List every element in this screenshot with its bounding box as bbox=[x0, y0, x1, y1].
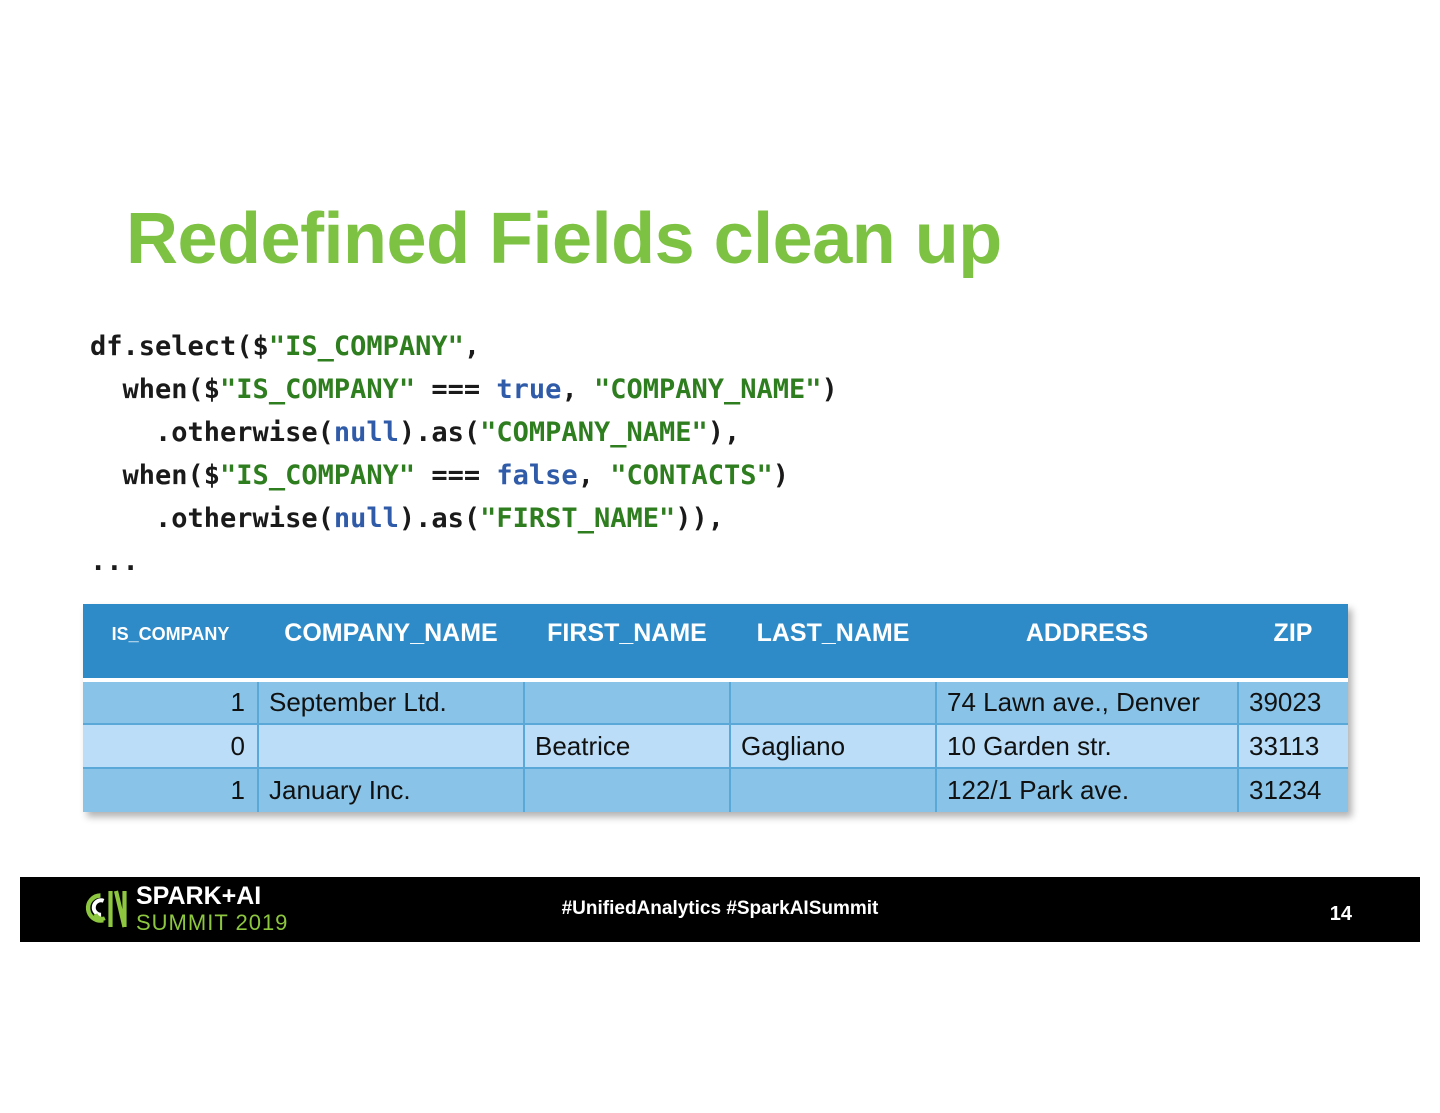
column-header-zip: ZIP bbox=[1238, 604, 1348, 682]
code-token-keyword: null bbox=[333, 417, 399, 448]
cell-zip: 39023 bbox=[1238, 680, 1348, 725]
column-header-first_name: FIRST_NAME bbox=[524, 604, 730, 682]
code-token-plain: ).as( bbox=[398, 417, 481, 448]
spark-summit-swirl-icon bbox=[85, 890, 127, 928]
cell-company_name bbox=[258, 724, 525, 769]
cell-first_name bbox=[524, 768, 731, 812]
code-token-plain: ) bbox=[821, 374, 838, 405]
code-token-plain: when($ bbox=[90, 374, 221, 405]
page-title: Redefined Fields clean up bbox=[126, 199, 1002, 279]
code-line-4: .otherwise(null).as("FIRST_NAME")), bbox=[90, 497, 838, 540]
code-token-keyword: null bbox=[333, 503, 399, 534]
code-token-plain: ... bbox=[90, 546, 139, 577]
logo-wordmark: SPARK+AI SUMMIT 2019 bbox=[136, 884, 288, 934]
logo-line-spark-ai: SPARK+AI bbox=[136, 882, 262, 910]
code-token-plain: )), bbox=[675, 503, 725, 534]
code-line-1: when($"IS_COMPANY" === true, "COMPANY_NA… bbox=[90, 368, 838, 411]
code-token-plain: , bbox=[577, 460, 611, 491]
cell-address: 10 Garden str. bbox=[936, 724, 1239, 769]
cell-is_company: 0 bbox=[83, 724, 259, 769]
code-token-string: "IS_COMPANY" bbox=[268, 331, 464, 362]
code-token-plain: .otherwise( bbox=[90, 417, 334, 448]
code-token-plain: ), bbox=[707, 417, 741, 448]
code-token-plain: , bbox=[561, 374, 594, 405]
column-header-company_name: COMPANY_NAME bbox=[258, 604, 524, 682]
logo-line-summit-2019: SUMMIT 2019 bbox=[136, 910, 289, 935]
cell-zip: 33113 bbox=[1238, 724, 1348, 769]
spark-summit-logo: SPARK+AI SUMMIT 2019 bbox=[80, 883, 288, 935]
column-header-last_name: LAST_NAME bbox=[730, 604, 936, 682]
cell-last_name bbox=[730, 768, 937, 812]
code-token-plain: ).as( bbox=[398, 503, 481, 534]
cell-last_name: Gagliano bbox=[730, 724, 937, 769]
cell-last_name bbox=[730, 680, 937, 725]
code-token-string: "IS_COMPANY" bbox=[220, 374, 416, 405]
column-header-address: ADDRESS bbox=[936, 604, 1238, 682]
footer-hashtags: #UnifiedAnalytics #SparkAISummit bbox=[561, 898, 879, 919]
page-number: 14 bbox=[1329, 903, 1352, 925]
code-token-plain: df.select($ bbox=[90, 331, 269, 362]
cell-first_name bbox=[524, 680, 731, 725]
code-token-plain: === bbox=[415, 374, 497, 405]
code-token-plain: , bbox=[463, 331, 481, 362]
code-token-plain: .otherwise( bbox=[90, 503, 334, 534]
cell-zip: 31234 bbox=[1238, 768, 1348, 812]
cell-first_name: Beatrice bbox=[524, 724, 731, 769]
code-token-string: "IS_COMPANY" bbox=[220, 460, 416, 491]
code-token-plain: === bbox=[415, 460, 497, 491]
footer-bar: SPARK+AI SUMMIT 2019 #UnifiedAnalytics #… bbox=[20, 877, 1420, 942]
code-token-string: "COMPANY_NAME" bbox=[480, 417, 708, 448]
code-token-keyword: true bbox=[496, 374, 562, 405]
code-line-5: ... bbox=[90, 540, 838, 583]
code-line-0: df.select($"IS_COMPANY", bbox=[90, 325, 838, 368]
code-token-plain: ) bbox=[772, 460, 790, 491]
code-line-3: when($"IS_COMPANY" === false, "CONTACTS"… bbox=[90, 454, 838, 497]
code-token-keyword: false bbox=[496, 460, 578, 491]
code-token-plain: when($ bbox=[90, 460, 221, 491]
cell-is_company: 1 bbox=[83, 680, 259, 725]
cell-address: 74 Lawn ave., Denver bbox=[936, 680, 1239, 725]
cell-is_company: 1 bbox=[83, 768, 259, 812]
code-line-2: .otherwise(null).as("COMPANY_NAME"), bbox=[90, 411, 838, 454]
code-token-string: "FIRST_NAME" bbox=[480, 503, 676, 534]
code-token-string: "CONTACTS" bbox=[610, 460, 773, 491]
code-token-string: "COMPANY_NAME" bbox=[593, 374, 822, 405]
cell-company_name: January Inc. bbox=[258, 768, 525, 812]
cell-address: 122/1 Park ave. bbox=[936, 768, 1239, 812]
column-header-is_company: IS_COMPANY bbox=[83, 604, 258, 682]
code-snippet: df.select($"IS_COMPANY", when($"IS_COMPA… bbox=[90, 325, 838, 583]
cell-company_name: September Ltd. bbox=[258, 680, 525, 725]
